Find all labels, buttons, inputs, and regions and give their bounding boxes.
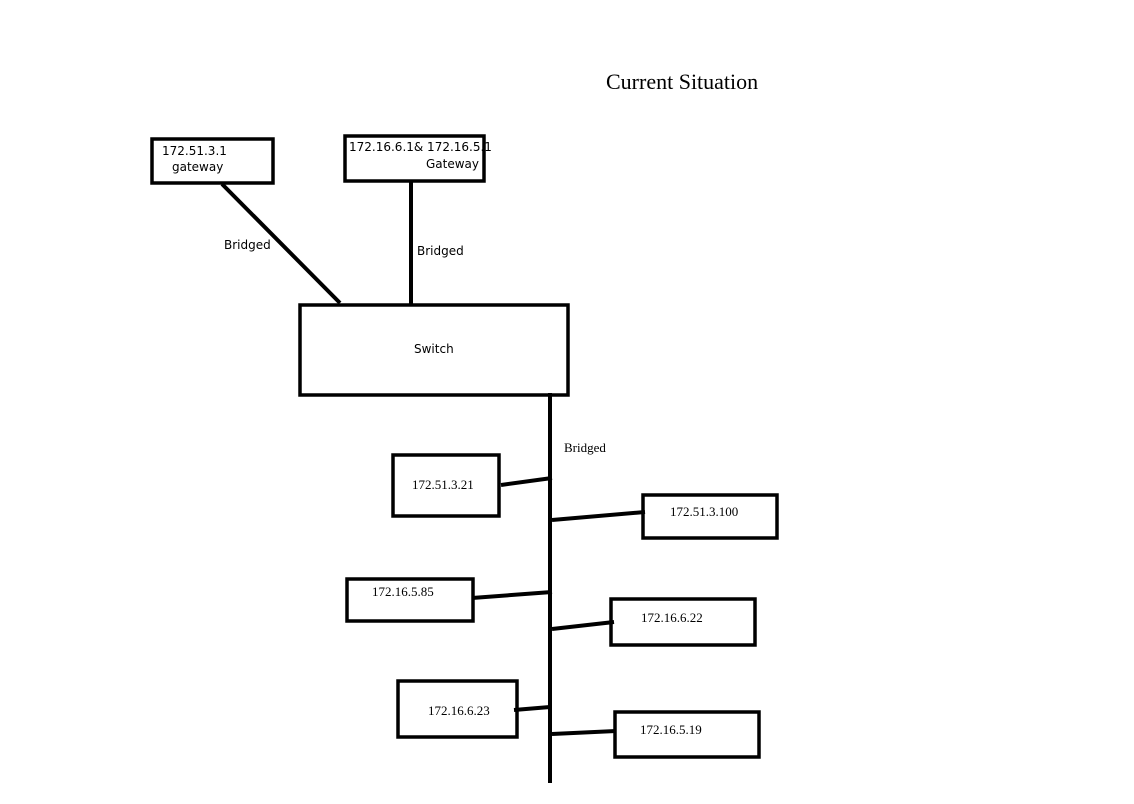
host-5-box (396, 679, 519, 739)
host-1-ip: 172.51.3.21 (412, 477, 474, 492)
gateway-left-role: gateway (172, 160, 223, 174)
gateway-right: 172.16.6.1& 172.16.5.1 Gateway (343, 134, 492, 183)
host-5-ip: 172.16.6.23 (428, 703, 490, 718)
host-2-ip: 172.51.3.100 (670, 504, 738, 519)
host-4-link (551, 620, 615, 631)
host-3-link (471, 590, 553, 600)
gateway-left-box (150, 137, 275, 185)
host-2: 172.51.3.100 (551, 493, 779, 540)
host-4-ip: 172.16.6.22 (641, 610, 703, 625)
trunk-label: Bridged (564, 440, 606, 455)
switch: Switch (298, 303, 570, 397)
gateway-right-ips: 172.16.6.1& 172.16.5.1 (349, 140, 492, 154)
gateway-left-ip: 172.51.3.1 (162, 144, 227, 158)
host-4-box (609, 597, 757, 647)
host-6-ip: 172.16.5.19 (640, 722, 702, 737)
host-1: 172.51.3.21 (391, 453, 553, 518)
host-3-box (345, 577, 475, 623)
host-3: 172.16.5.85 (345, 577, 553, 623)
host-1-link (500, 476, 553, 487)
host-1-box (391, 453, 501, 518)
diagram-title: Current Situation (606, 69, 758, 94)
gateway-left: 172.51.3.1 gateway (150, 137, 275, 185)
link-left-gateway-label: Bridged (224, 238, 271, 252)
gateway-right-role: Gateway (426, 157, 479, 171)
host-5: 172.16.6.23 (396, 679, 551, 739)
switch-label: Switch (414, 342, 454, 356)
link-left-gateway (220, 182, 342, 305)
host-2-box (641, 493, 779, 540)
host-2-link (551, 510, 646, 522)
link-right-gateway-label: Bridged (417, 244, 464, 258)
host-5-link (513, 705, 551, 712)
gateway-right-box (343, 134, 486, 183)
host-6: 172.16.5.19 (551, 710, 761, 759)
switch-box (298, 303, 570, 397)
host-6-box (613, 710, 761, 759)
host-4: 172.16.6.22 (551, 597, 757, 647)
host-6-link (551, 729, 617, 736)
host-3-ip: 172.16.5.85 (372, 584, 434, 599)
